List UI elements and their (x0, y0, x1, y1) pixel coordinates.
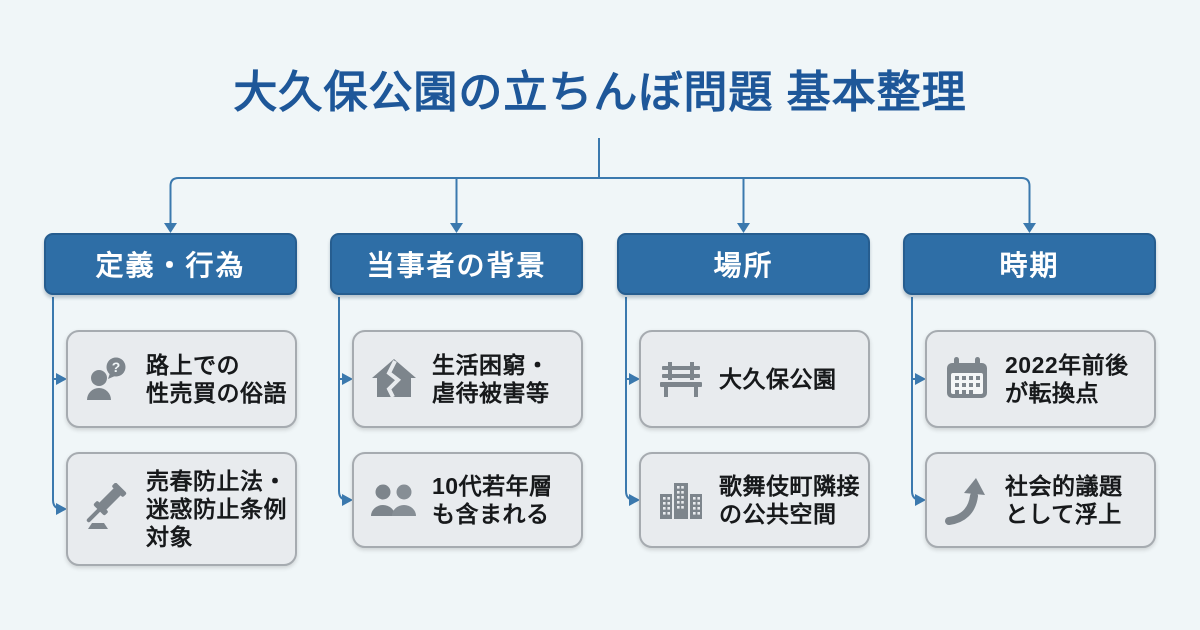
card-text: 10代若年層 も含まれる (432, 472, 553, 527)
two-people-icon (368, 474, 420, 526)
gavel-icon (82, 483, 134, 535)
card-text: 生活困窮・ 虐待被害等 (432, 351, 550, 406)
trend-up-arrow-icon (941, 474, 993, 526)
card-text: 2022年前後 が転換点 (1005, 351, 1129, 406)
card-2022-turning-point: 2022年前後 が転換点 (925, 330, 1156, 428)
broken-house-icon (368, 353, 420, 405)
person-question-icon: ? (82, 353, 134, 405)
bench-icon (655, 353, 707, 405)
card-text: 社会的議題 として浮上 (1005, 472, 1123, 527)
svg-text:?: ? (112, 359, 121, 375)
column-header-place: 場所 (617, 233, 870, 295)
column-header-definition: 定義・行為 (44, 233, 297, 295)
card-text: 路上での 性売買の俗語 (146, 351, 287, 406)
column-header-label: 時期 (999, 250, 1060, 281)
card-public-space: 歌舞伎町隣接 の公共空間 (639, 452, 870, 548)
buildings-icon (655, 474, 707, 526)
column-header-label: 定義・行為 (95, 250, 246, 281)
card-teens-included: 10代若年層 も含まれる (352, 452, 583, 548)
card-street-slang: ? 路上での 性売買の俗語 (66, 330, 297, 428)
card-text: 歌舞伎町隣接 の公共空間 (719, 472, 860, 527)
column-header-background: 当事者の背景 (330, 233, 583, 295)
card-hardship-abuse: 生活困窮・ 虐待被害等 (352, 330, 583, 428)
column-header-label: 当事者の背景 (366, 250, 547, 281)
page-title: 大久保公園の立ちんぼ問題 基本整理 (233, 68, 967, 117)
column-header-period: 時期 (903, 233, 1156, 295)
card-social-issue: 社会的議題 として浮上 (925, 452, 1156, 548)
card-okubo-park: 大久保公園 (639, 330, 870, 428)
calendar-icon (941, 353, 993, 405)
card-law-target: 売春防止法・ 迷惑防止条例 対象 (66, 452, 297, 566)
column-header-label: 場所 (713, 250, 774, 281)
card-text: 売春防止法・ 迷惑防止条例 対象 (146, 467, 287, 551)
card-text: 大久保公園 (719, 365, 837, 392)
